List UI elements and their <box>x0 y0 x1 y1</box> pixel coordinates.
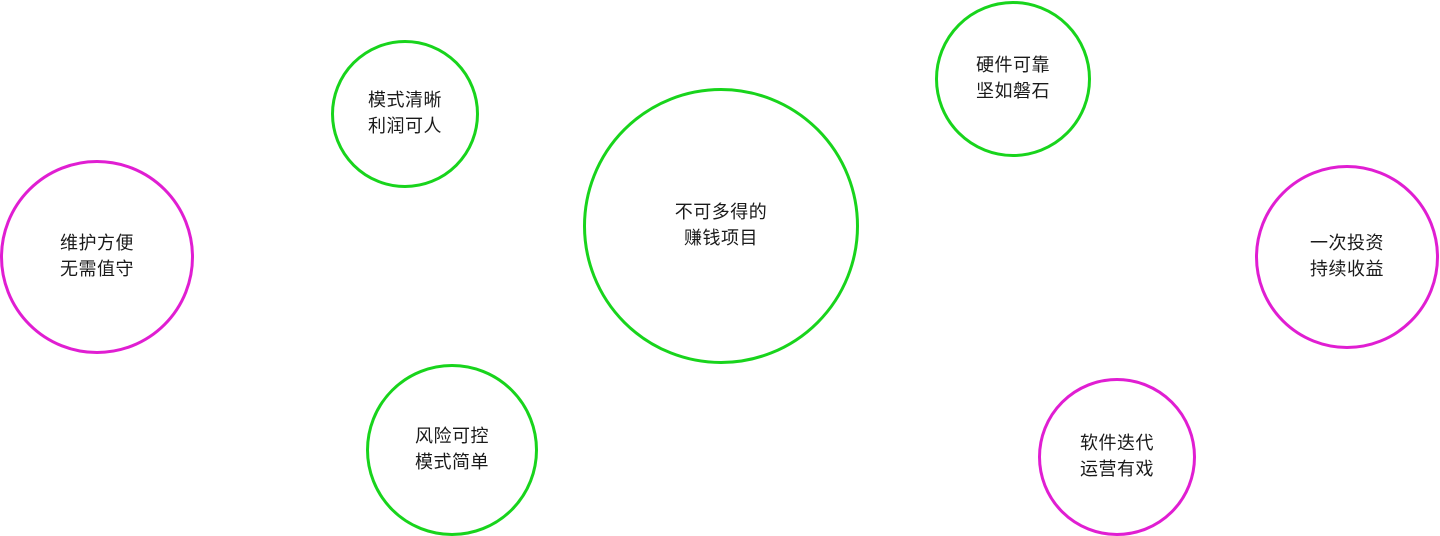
bubble-text-line-2: 赚钱项目 <box>684 228 758 249</box>
bubble-text-line-1: 不可多得的 <box>674 202 768 223</box>
bubble-text-line-2: 模式简单 <box>415 452 489 473</box>
bubble-text-line-2: 持续收益 <box>1310 259 1384 280</box>
bubble-text-line-1: 硬件可靠 <box>976 55 1050 76</box>
bubble-text-line-2: 运营有戏 <box>1080 459 1154 480</box>
bubble-text-line-1: 维护方便 <box>60 233 134 254</box>
bubble-text-line-1: 模式清晰 <box>368 90 442 111</box>
bubble-text-line-2: 坚如磐石 <box>976 81 1050 102</box>
bubble-one-time-investment: 一次投资 持续收益 <box>1255 165 1439 349</box>
bubble-text-line-1: 软件迭代 <box>1080 433 1154 454</box>
bubble-text-line-1: 一次投资 <box>1310 233 1384 254</box>
bubble-reliable-hardware: 硬件可靠 坚如磐石 <box>935 1 1091 157</box>
bubble-controllable-risk: 风险可控 模式简单 <box>366 364 538 536</box>
bubble-software-iteration: 软件迭代 运营有戏 <box>1038 378 1196 536</box>
bubble-text-line-1: 风险可控 <box>415 426 489 447</box>
bubble-easy-maintenance: 维护方便 无需值守 <box>0 160 194 354</box>
bubble-center-profitable-project: 不可多得的 赚钱项目 <box>583 88 859 364</box>
bubble-clear-model: 模式清晰 利润可人 <box>331 40 479 188</box>
bubble-text-line-2: 无需值守 <box>60 259 134 280</box>
bubble-text-line-2: 利润可人 <box>368 116 442 137</box>
